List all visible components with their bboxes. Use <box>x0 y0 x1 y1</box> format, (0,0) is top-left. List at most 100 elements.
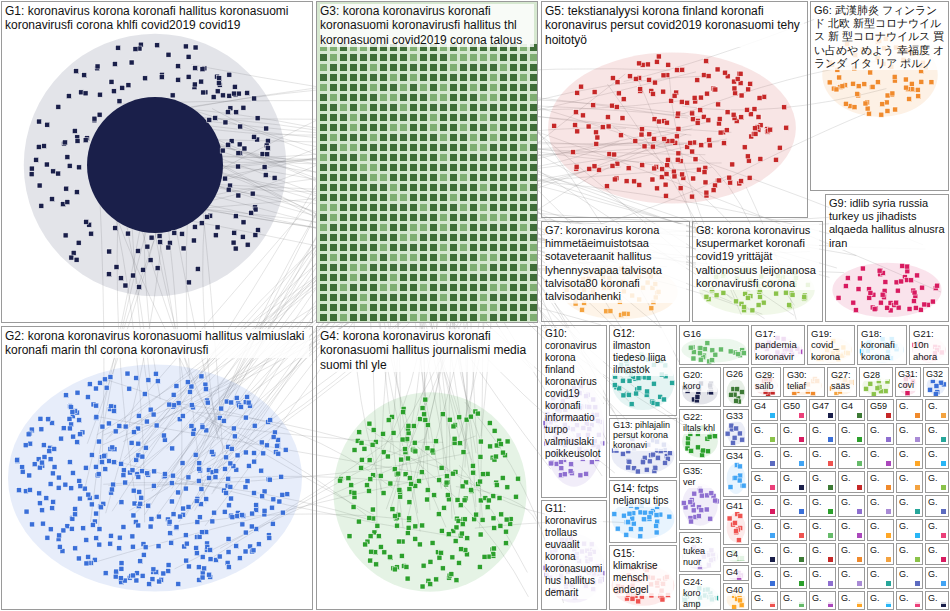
vertex-icon <box>191 238 196 243</box>
vertex-icon <box>157 233 162 238</box>
vertex-icon <box>412 440 417 445</box>
vertex-icon <box>691 176 696 181</box>
vertex-icon <box>469 487 474 492</box>
vertex-icon <box>320 114 327 121</box>
vertex-icon <box>176 581 181 586</box>
vertex-icon <box>480 204 487 211</box>
vertex-icon <box>136 474 141 479</box>
vertex-icon <box>228 461 233 466</box>
vertex-icon <box>241 105 246 110</box>
vertex-icon <box>460 74 467 81</box>
vertex-icon <box>510 184 517 191</box>
vertex-icon <box>240 234 245 239</box>
vertex-icon <box>370 114 377 121</box>
vertex-icon <box>701 114 706 119</box>
vertex-icon <box>360 74 367 81</box>
vertex-icon <box>494 483 499 488</box>
vertex-icon <box>492 525 497 530</box>
vertex-icon <box>690 149 695 154</box>
vertex-icon <box>118 276 123 281</box>
vertex-icon <box>510 104 517 111</box>
vertex-icon <box>505 439 510 444</box>
vertex-icon <box>330 254 337 261</box>
vertex-icon <box>580 113 585 118</box>
vertex-icon <box>97 92 102 97</box>
vertex-icon <box>739 115 744 120</box>
vertex-icon <box>480 294 487 301</box>
vertex-icon <box>885 108 890 113</box>
vertex-icon <box>480 234 487 241</box>
vertex-icon <box>674 68 679 73</box>
vertex-icon <box>174 383 179 388</box>
vertex-icon <box>748 81 753 86</box>
vertex-icon <box>400 314 407 321</box>
vertex-icon <box>423 397 428 402</box>
vertex-icon <box>418 417 423 422</box>
vertex-icon <box>500 204 507 211</box>
vertex-icon <box>480 104 487 111</box>
vertex-icon <box>837 75 842 80</box>
vertex-icon <box>202 566 207 571</box>
vertex-icon <box>340 284 347 291</box>
vertex-icon <box>688 140 693 145</box>
vertex-icon <box>420 74 427 81</box>
vertex-icon <box>340 124 347 131</box>
vertex-icon <box>450 224 457 231</box>
vertex-icon <box>490 264 497 271</box>
vertex-icon <box>131 488 136 493</box>
vertex-icon <box>270 505 275 510</box>
vertex-icon <box>510 54 517 61</box>
vertex-icon <box>380 154 387 161</box>
vertex-icon <box>320 224 327 231</box>
vertex-icon <box>454 525 459 530</box>
vertex-icon <box>45 535 50 540</box>
vertex-icon <box>423 417 428 422</box>
vertex-icon <box>470 164 477 171</box>
vertex-icon <box>57 544 62 549</box>
vertex-icon <box>350 144 357 151</box>
vertex-icon <box>340 254 347 261</box>
vertex-icon <box>380 74 387 81</box>
vertex-icon <box>381 431 386 436</box>
vertex-icon <box>675 157 680 162</box>
vertex-icon <box>245 394 250 399</box>
vertex-icon <box>396 471 401 476</box>
vertex-icon <box>470 244 477 251</box>
vertex-icon <box>500 114 507 121</box>
vertex-icon <box>385 454 390 459</box>
vertex-icon <box>178 514 183 519</box>
vertex-icon <box>530 124 537 131</box>
vertex-icon <box>340 64 347 71</box>
vertex-icon <box>695 120 700 125</box>
vertex-icon <box>186 504 191 509</box>
vertex-icon <box>136 413 141 418</box>
vertex-icon <box>460 304 467 311</box>
vertex-icon <box>420 144 427 151</box>
vertex-icon <box>131 573 136 578</box>
vertex-icon <box>245 90 250 95</box>
vertex-icon <box>478 439 483 444</box>
vertex-icon <box>330 134 337 141</box>
vertex-cluster <box>333 392 526 592</box>
vertex-icon <box>226 476 231 481</box>
vertex-icon <box>264 126 269 131</box>
vertex-icon <box>378 473 383 478</box>
vertex-icon <box>903 77 908 82</box>
vertex-icon <box>586 124 591 129</box>
vertex-icon <box>37 501 42 506</box>
vertex-icon <box>249 210 254 215</box>
vertex-icon <box>380 244 387 251</box>
vertex-icon <box>520 114 527 121</box>
vertex-icon <box>320 54 327 61</box>
vertex-icon <box>425 487 430 492</box>
vertex-icon <box>226 550 231 555</box>
vertex-icon <box>265 152 270 157</box>
vertex-icon <box>249 524 254 529</box>
vertex-icon <box>471 470 476 475</box>
vertex-icon <box>98 504 103 509</box>
vertex-icon <box>637 61 642 66</box>
vertex-icon <box>430 264 437 271</box>
vertex-icon <box>170 446 175 451</box>
vertex-icon <box>275 443 280 448</box>
vertex-icon <box>340 224 347 231</box>
